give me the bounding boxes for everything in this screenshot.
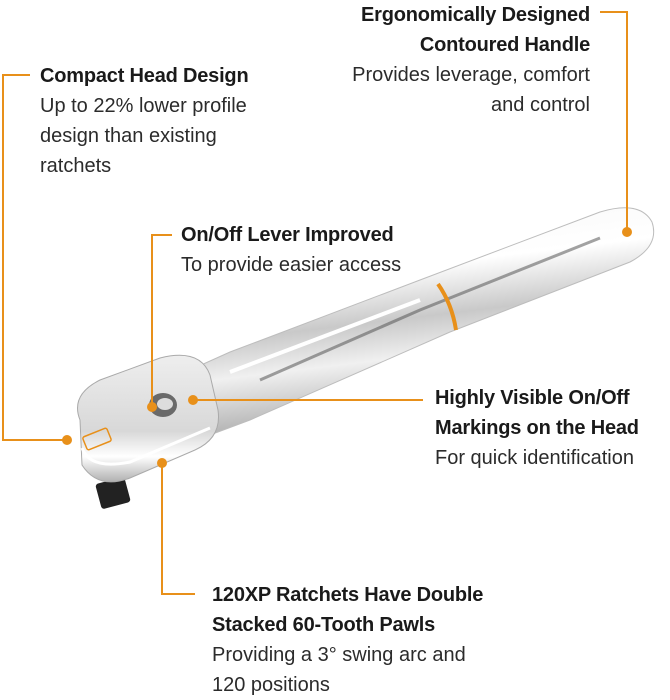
callout-ergonomic-handle: Ergonomically Designed Contoured Handle … [352, 0, 590, 120]
callout-pawls: 120XP Ratchets Have Double Stacked 60-To… [212, 580, 483, 700]
callout-on-off-lever: On/Off Lever Improved To provide easier … [181, 220, 401, 280]
leader-lines [2, 11, 628, 595]
callout-body: design than existing [40, 125, 217, 147]
callout-body: and control [491, 94, 590, 116]
callout-title: Ergonomically Designed [361, 4, 590, 26]
callout-title: Stacked 60-Tooth Pawls [212, 614, 436, 636]
callout-body: Providing a 3° swing arc and [212, 644, 466, 666]
callout-compact-head: Compact Head Design Up to 22% lower prof… [40, 61, 249, 181]
callout-body: To provide easier access [181, 254, 402, 276]
callout-title: Markings on the Head [435, 417, 639, 439]
callout-body: ratchets [40, 155, 112, 177]
drive-square [95, 477, 131, 509]
ratchet-head [77, 354, 220, 483]
callout-title: Highly Visible On/Off [435, 387, 630, 409]
brand-logo [82, 427, 112, 451]
callout-title: Compact Head Design [40, 65, 249, 87]
handle-orange-band [436, 282, 458, 331]
callout-title: On/Off Lever Improved [181, 224, 394, 246]
callout-body: Up to 22% lower profile [40, 95, 247, 117]
callout-on-off-markings: Highly Visible On/Off Markings on the He… [435, 383, 639, 473]
callout-body: 120 positions [212, 674, 330, 696]
callout-title: Contoured Handle [419, 34, 590, 56]
callout-body: Provides leverage, comfort [352, 64, 590, 86]
callout-dots [62, 227, 632, 468]
callout-body: For quick identification [435, 447, 634, 469]
callout-title: 120XP Ratchets Have Double [212, 584, 484, 606]
